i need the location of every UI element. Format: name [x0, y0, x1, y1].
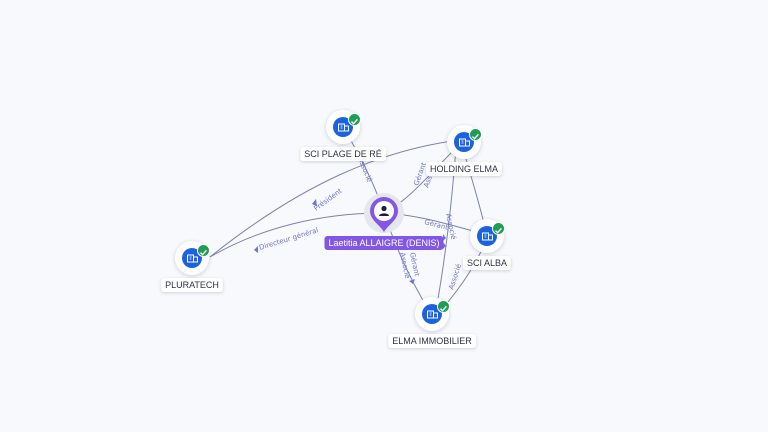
verified-check-icon	[197, 244, 210, 257]
edge-person-pluratech	[209, 212, 385, 258]
edge-arrow	[409, 279, 415, 284]
verified-check-icon	[469, 128, 482, 141]
edge-label-associe-alba-elma: Associé	[447, 263, 463, 291]
building-icon	[482, 232, 493, 241]
building-icon	[338, 123, 349, 132]
edge-holding-pluratech	[209, 139, 461, 258]
building-icon	[187, 254, 198, 263]
building-icon	[427, 310, 438, 319]
edge-arrow	[443, 242, 446, 249]
edge-arrow	[254, 246, 258, 253]
company-label: HOLDING ELMA	[425, 162, 503, 176]
edge-label-gerant-alba: Gérant	[424, 218, 450, 232]
company-label: SCI ALBA	[462, 256, 512, 270]
edge-arrow	[312, 199, 317, 206]
person-icon	[370, 197, 398, 232]
verified-check-icon	[348, 113, 361, 126]
person-label: Laetitia ALLAIGRE (DENIS)	[324, 236, 444, 250]
edge-arrow	[443, 234, 446, 241]
verified-check-icon	[437, 300, 450, 313]
edge-label-president-pluratech: Président	[312, 187, 343, 213]
company-label: PLURATECH	[161, 278, 223, 292]
company-label: SCI PLAGE DE RÉ	[300, 147, 386, 161]
building-icon	[459, 138, 470, 147]
edge-label-directeur-pluratech: Directeur général	[258, 226, 319, 252]
verified-check-icon	[492, 222, 505, 235]
company-label: ELMA IMMOBILIER	[388, 334, 476, 348]
